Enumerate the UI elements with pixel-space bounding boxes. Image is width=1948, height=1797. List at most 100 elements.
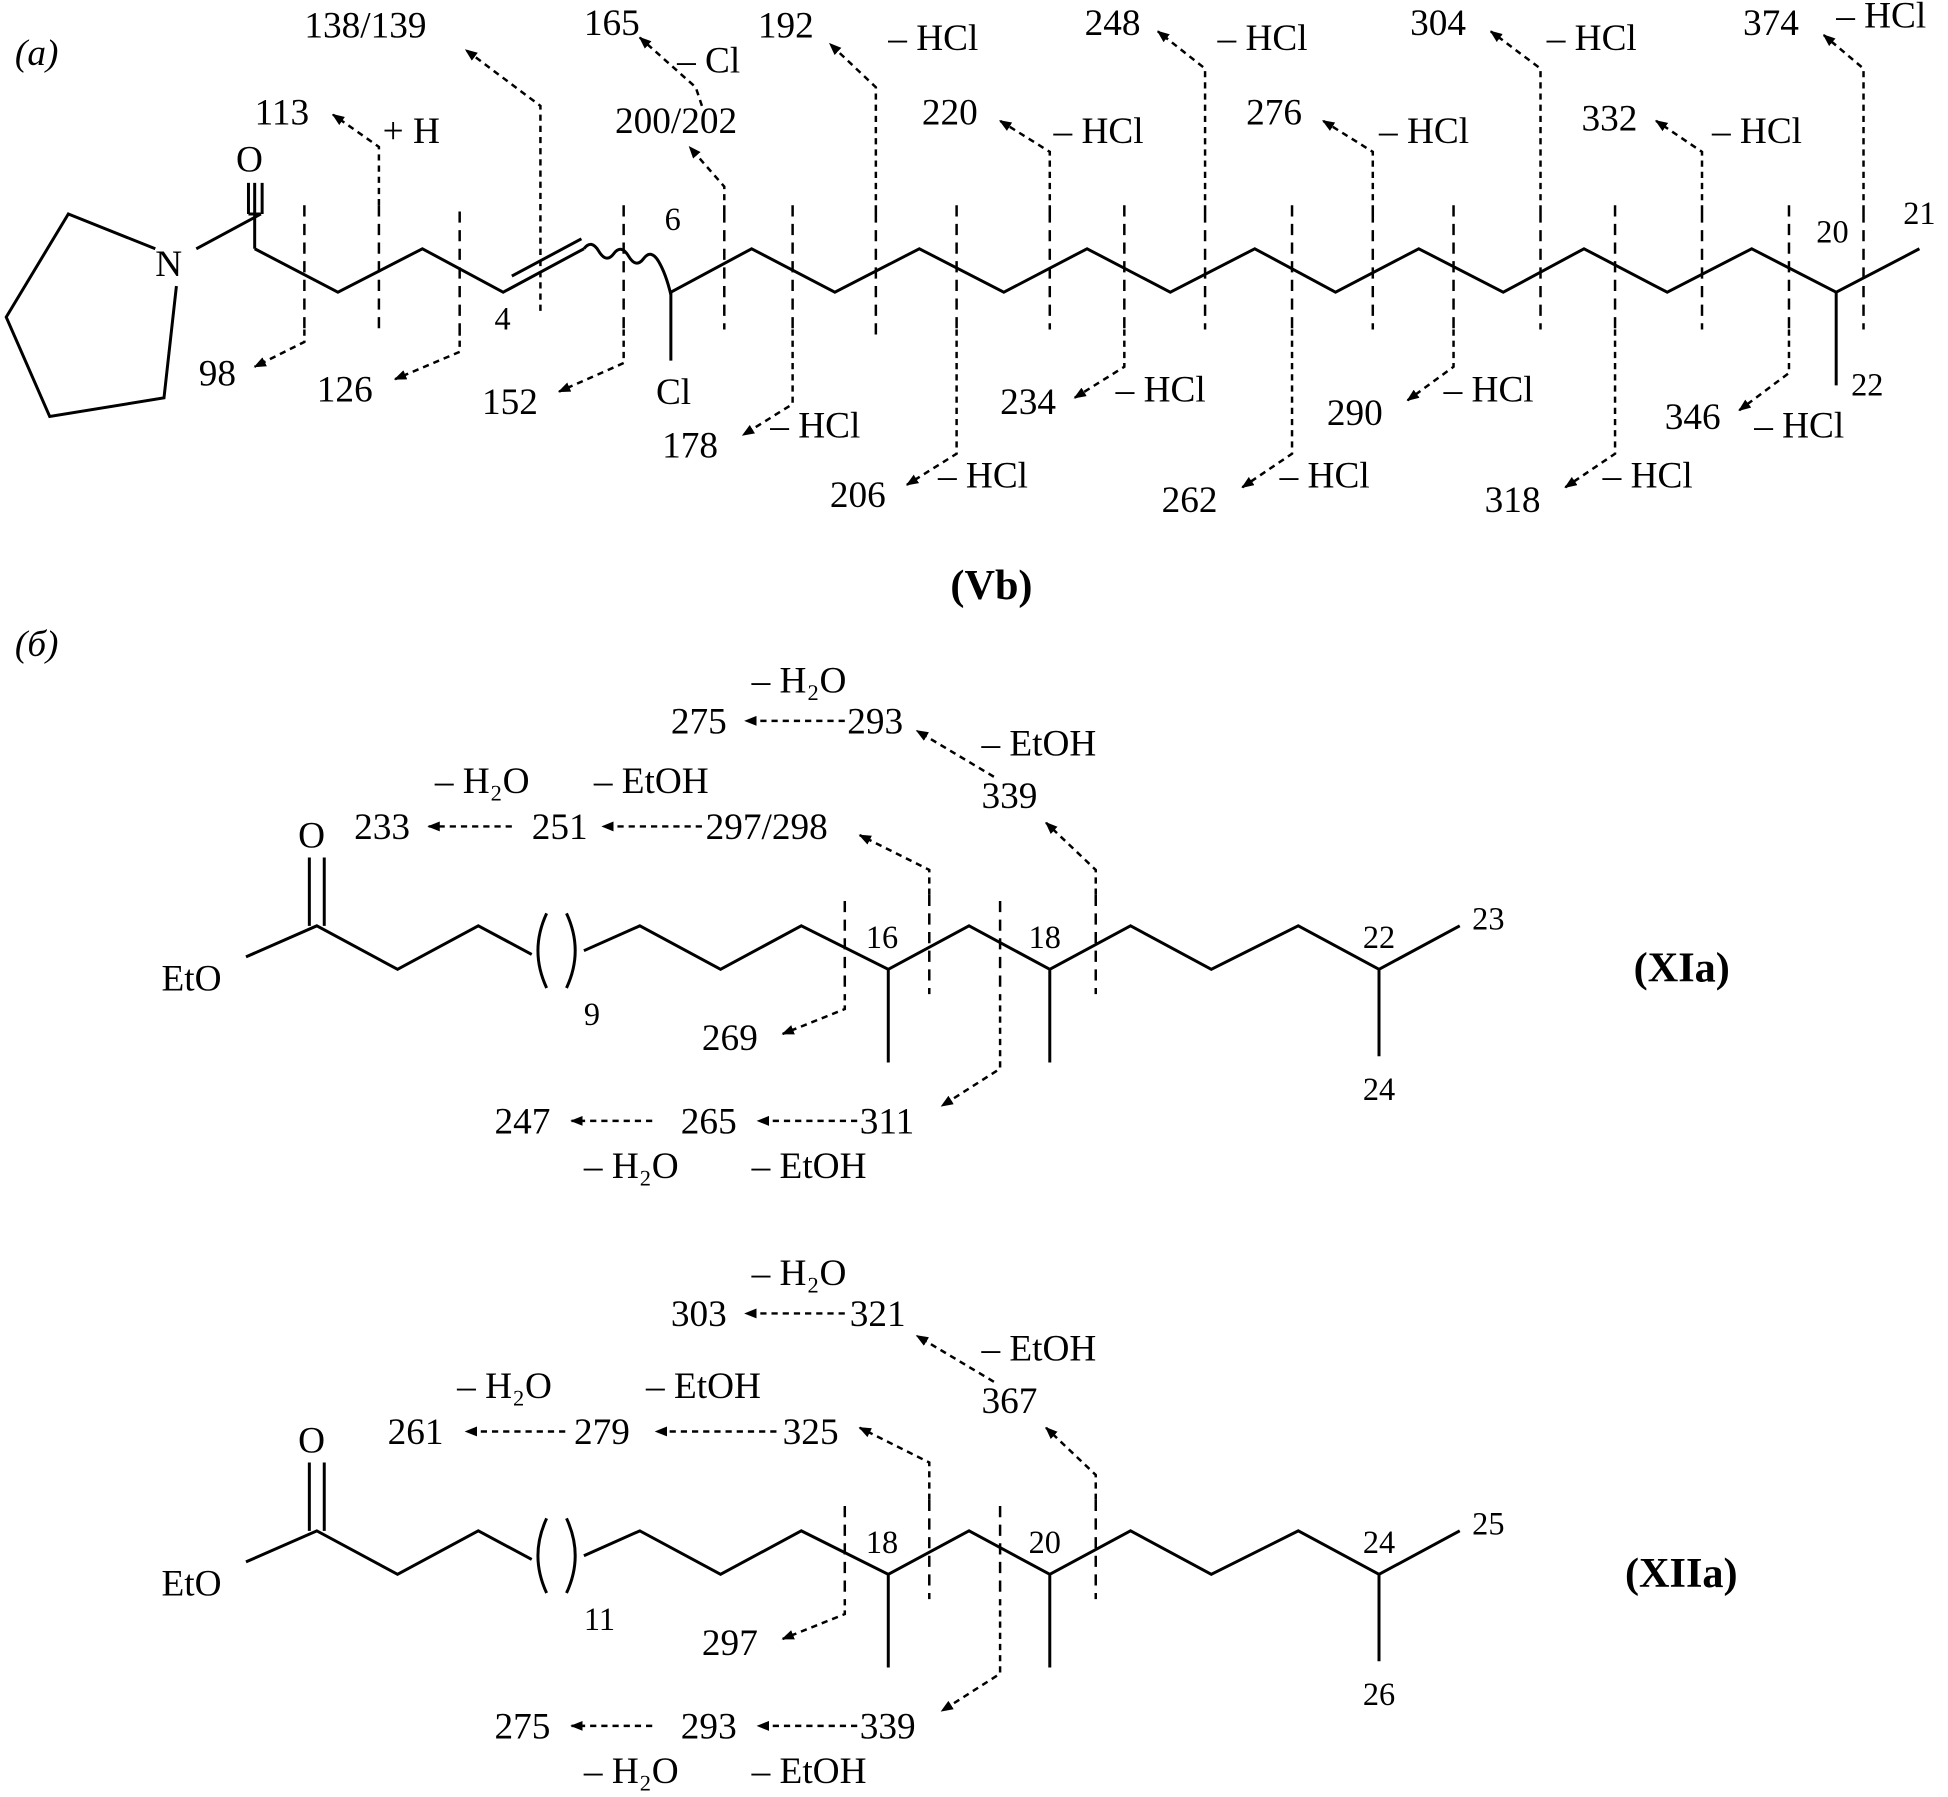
fragment-loss: – HCl [1115,370,1206,411]
ester-chain [245,1462,1461,1668]
repeat-count: 9 [584,996,600,1032]
fragment-arrow [915,729,995,778]
fragment-mz: 269 [702,1018,758,1059]
loss-label: – EtOH [593,761,709,802]
main-chain-2 [669,247,1921,386]
fragment-mz: 367 [981,1381,1037,1422]
fragment-arrow [1045,821,1097,895]
fragment-mz: 311 [860,1101,915,1142]
fragment-mz: 303 [671,1294,727,1335]
carbon-label: 24 [1363,1524,1395,1560]
pyrrolidine-ring [4,212,178,419]
fragment-mz: 290 [1327,393,1383,434]
fragment-mz: 265 [681,1101,737,1142]
carbon-label: 20 [1029,1524,1061,1560]
fragment-mz: 251 [532,807,588,848]
amide-bond [195,212,262,251]
loss-label: – H₂O [583,1146,679,1187]
carbon-22-label: 22 [1851,366,1883,402]
fragment-mz: 248 [1085,3,1141,44]
wavy-bond [582,242,673,296]
fragment-mz: 220 [922,93,978,134]
fragment-mz: 374 [1743,3,1799,44]
fragment-mz: 261 [388,1412,444,1453]
atom-n: N [155,244,182,285]
fragment-loss: – HCl [1602,455,1693,496]
loss-label: – H₂O [751,660,847,701]
carbon-20-label: 20 [1816,214,1848,250]
fragment-mz: 233 [354,807,410,848]
fragment-mz: 247 [494,1101,550,1142]
fragment-loss: – HCl [887,18,978,59]
atom-o: O [298,816,325,857]
fragment-mz: 98 [199,353,236,394]
fragment-loss: – HCl [1443,370,1534,411]
loss-label: – EtOH [751,1146,867,1187]
loss-label: – EtOH [980,724,1096,765]
fragment-arrow [858,1426,931,1500]
fragment-mz: 165 [584,3,640,44]
fragment-mz: 297/298 [706,807,828,848]
fragment-mz: 293 [681,1706,737,1747]
fragment-mz: 332 [1582,99,1638,140]
fragment-arrow [940,1599,1002,1713]
fragment-mz: 178 [662,425,718,466]
carbon-label: 25 [1472,1506,1504,1542]
fragment-mz: 275 [494,1706,550,1747]
atom-o: O [298,1421,325,1462]
fragment-mz: 304 [1410,3,1466,44]
fragment-mz: 206 [830,475,886,516]
fragment-arrow [915,1334,995,1383]
repeat-count: 11 [584,1601,615,1637]
panel-b-label: (б) [15,624,59,665]
fragment-mz: 346 [1665,397,1721,438]
fragment-mz: 293 [847,701,903,742]
carbon-label: 18 [1029,919,1061,955]
carbon-label: 23 [1472,901,1504,937]
fragment-mz: 126 [317,370,373,411]
fragment-mz: 113 [255,93,310,134]
panel-a-label: (а) [15,33,58,74]
fragment-mz: 325 [783,1412,839,1453]
atom-eto: EtO [162,958,222,999]
carbon-label: 26 [1363,1676,1395,1712]
fragment-mz: 279 [574,1412,630,1453]
compound-label-xia: (XIa) [1634,945,1730,992]
double-bond-second-line [511,237,583,278]
loss-label: – EtOH [645,1366,761,1407]
structure-xia: EtO O 9 16 18 22 23 24 – H₂O 275 293 – E… [162,660,1730,1187]
fragment-mz: 321 [850,1294,906,1335]
fragment-loss: – HCl [1217,18,1308,59]
fragment-loss: – HCl [1753,406,1844,447]
carbon-label: 18 [866,1524,898,1560]
loss-label: – H₂O [751,1253,847,1294]
carbon-6-label: 6 [665,201,681,237]
atom-eto: EtO [162,1563,222,1604]
fragment-arrow [1045,1426,1097,1500]
upward-fragment-arrows [331,30,1865,311]
downward-fragment-arrows [253,329,1791,489]
fragment-arrow [781,994,847,1036]
loss-label: – EtOH [980,1329,1096,1370]
carbon-label: 22 [1363,919,1395,955]
carbon-21-label: 21 [1903,195,1935,231]
atom-cl: Cl [656,372,691,413]
main-chain [248,212,585,294]
fragment-mz: 200/202 [615,101,737,142]
compound-label-xiia: (XIIa) [1625,1550,1738,1597]
fragment-mz: 234 [1000,382,1056,423]
fragment-arrow [781,1599,847,1641]
fragment-loss: – HCl [1546,18,1637,59]
fragment-arrow [858,834,931,895]
fragment-loss: – HCl [769,406,860,447]
carbon-label: 16 [866,919,898,955]
structure-xiia: EtO O 11 18 20 24 25 26 – H₂O 303 321 – … [162,1253,1738,1792]
fragment-mz: 138/139 [304,6,426,47]
fragment-arrow [940,994,1002,1108]
fragment-loss: – HCl [1378,111,1469,152]
fragment-loss: – HCl [937,455,1028,496]
repeat-bracket [536,912,577,989]
fragment-loss: + H [383,111,440,152]
fragment-mz: 339 [981,776,1037,817]
